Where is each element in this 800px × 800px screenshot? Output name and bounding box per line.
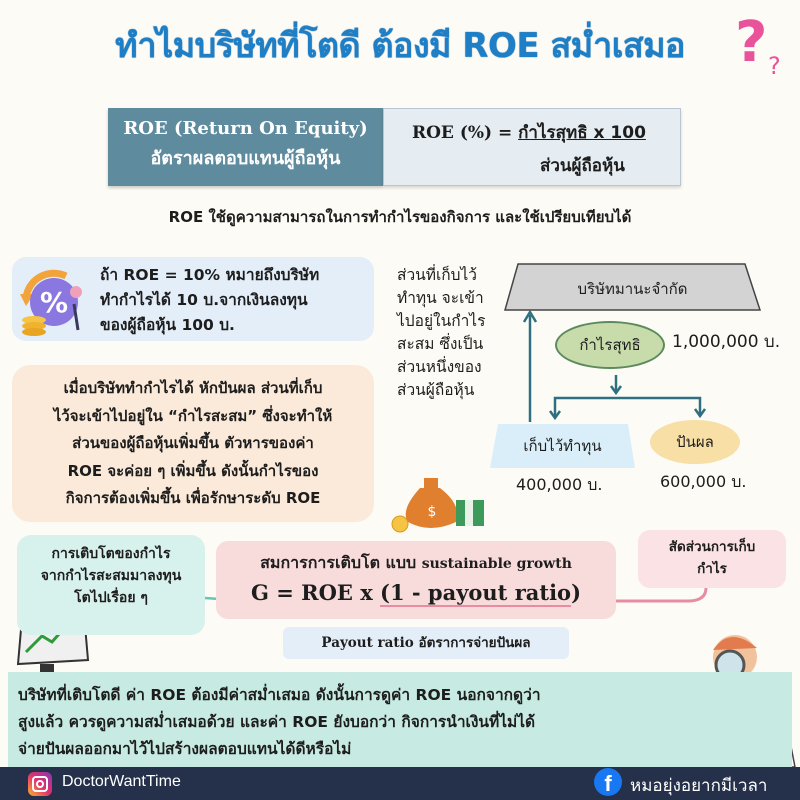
instagram-icon[interactable] xyxy=(28,772,52,796)
roe-description: ROE ใช้ดูความสามารถในการทำกำไรของกิจการ … xyxy=(168,208,632,226)
side-note-line: ทำทุน จะเข้า xyxy=(397,289,484,307)
growth-note-box: การเติบโตของกำไร จากกำไรสะสมมาลงทุน โตไป… xyxy=(17,535,205,635)
side-note-line: ส่วนผู้ถือหุ้น xyxy=(397,381,475,399)
roe-definition-box: ROE (Return On Equity) อัตราผลตอบแทนผู้ถ… xyxy=(108,108,383,186)
example-line: ทำกำไรได้ 10 บ.จากเงินลงทุน xyxy=(100,291,308,309)
retention-ratio-note: สัดส่วนการเก็บ กำไร xyxy=(638,530,786,588)
equation-suffix: ) xyxy=(571,580,581,605)
question-mark-icon: ? xyxy=(735,10,768,75)
explanation-line: กิจการต้องเพิ่มขึ้น เพื่อรักษาระดับ ROE xyxy=(65,489,321,507)
growth-equation-box: สมการการเติบโต แบบ sustainable growth G … xyxy=(216,541,616,619)
dividend-amount: 600,000 บ. xyxy=(660,472,747,491)
side-note-line: ส่วนที่เก็บไว้ xyxy=(397,266,477,284)
equation-retention-term: (1 - payout ratio xyxy=(380,580,572,607)
side-note-line: สะสม ซึ่งเป็น xyxy=(397,335,484,353)
retention-note-line: กำไร xyxy=(697,561,727,577)
company-node: บริษัทมานะจำกัด xyxy=(577,280,688,298)
payout-thai: อัตราการจ่ายปันผล xyxy=(418,635,531,651)
explanation-box: เมื่อบริษัททำกำไรได้ หักปันผล ส่วนที่เก็… xyxy=(12,365,374,522)
retention-note-line: สัดส่วนการเก็บ xyxy=(668,539,756,555)
growth-note-line: การเติบโตของกำไร xyxy=(51,546,171,562)
facebook-page[interactable]: หมอยุ่งอยากมีเวลา xyxy=(630,776,768,796)
growth-note-line: โตไปเรื่อย ๆ xyxy=(74,590,148,606)
side-note-line: ส่วนหนึ่งของ xyxy=(397,358,482,376)
svg-text:%: % xyxy=(40,286,68,319)
equation-title: สมการการเติบโต แบบ xyxy=(260,553,422,572)
money-bag-icon: $ xyxy=(391,478,484,533)
dividend-node: ปันผล xyxy=(650,420,740,464)
formula-prefix: ROE (%) = xyxy=(412,123,519,143)
net-profit-node: กำไรสุทธิ xyxy=(555,321,665,369)
retained-node: เก็บไว้ทำทุน xyxy=(523,437,602,455)
roe-thai-term: อัตราผลตอบแทนผู้ถือหุ้น xyxy=(150,148,341,169)
retained-amount: 400,000 บ. xyxy=(516,475,603,494)
facebook-icon[interactable]: f xyxy=(594,768,622,796)
roe-term: ROE (Return On Equity) xyxy=(123,118,368,139)
percent-coins-icon: % xyxy=(20,269,82,336)
explanation-line: ส่วนของผู้ถือหุ้นเพิ่มขึ้น ตัวหารของค่า xyxy=(72,434,314,452)
formula-numerator: กำไรสุทธิ x 100 xyxy=(518,123,646,143)
explanation-line: ไว้จะเข้าไปอยู่ใน “กำไรสะสม” ซึ่งจะทำให้ xyxy=(53,406,333,425)
example-line: ของผู้ถือหุ้น 100 บ. xyxy=(100,316,235,334)
conclusion-line: จ่ายปันผลออกมาไว้ไปสร้างผลตอบแทนได้ดีหรื… xyxy=(18,740,352,758)
question-mark-small-icon: ? xyxy=(768,52,781,80)
growth-note-line: จากกำไรสะสมมาลงทุน xyxy=(40,568,182,584)
instagram-handle[interactable]: DoctorWantTime xyxy=(62,773,181,790)
retained-side-note: ส่วนที่เก็บไว้ ทำทุน จะเข้า ไปอยู่ในกำไร… xyxy=(397,264,512,402)
conclusion-line: สูงแล้ว ควรดูความสม่ำเสมอด้วย และค่า ROE… xyxy=(18,713,536,731)
payout-ratio-definition: Payout ratio อัตราการจ่ายปันผล xyxy=(283,627,569,659)
page-title: ทำไมบริษัทที่โตดี ต้องมี ROE สม่ำเสมอ xyxy=(115,26,685,66)
payout-eng: Payout ratio xyxy=(321,635,419,651)
roe-formula-box: ROE (%) = กำไรสุทธิ x 100 ส่วนผู้ถือหุ้น xyxy=(383,108,681,186)
conclusion-box: บริษัทที่เติบโตดี ค่า ROE ต้องมีค่าสม่ำเ… xyxy=(8,672,792,767)
equation-title-eng: sustainable growth xyxy=(421,556,572,572)
side-note-line: ไปอยู่ในกำไร xyxy=(397,312,486,330)
conclusion-line: บริษัทที่เติบโตดี ค่า ROE ต้องมีค่าสม่ำเ… xyxy=(18,686,541,704)
equation-prefix: G = ROE x xyxy=(250,580,381,605)
net-profit-amount: 1,000,000 บ. xyxy=(672,332,781,352)
formula-denominator: ส่วนผู้ถือหุ้น xyxy=(540,156,625,176)
explanation-line: ROE จะค่อย ๆ เพิ่มขึ้น ดังนั้นกำไรของ xyxy=(67,461,319,480)
footer-bar xyxy=(0,767,800,800)
svg-text:$: $ xyxy=(428,504,437,520)
explanation-line: เมื่อบริษัททำกำไรได้ หักปันผล ส่วนที่เก็… xyxy=(63,379,323,397)
example-line: ถ้า ROE = 10% หมายถึงบริษัท xyxy=(100,266,320,284)
